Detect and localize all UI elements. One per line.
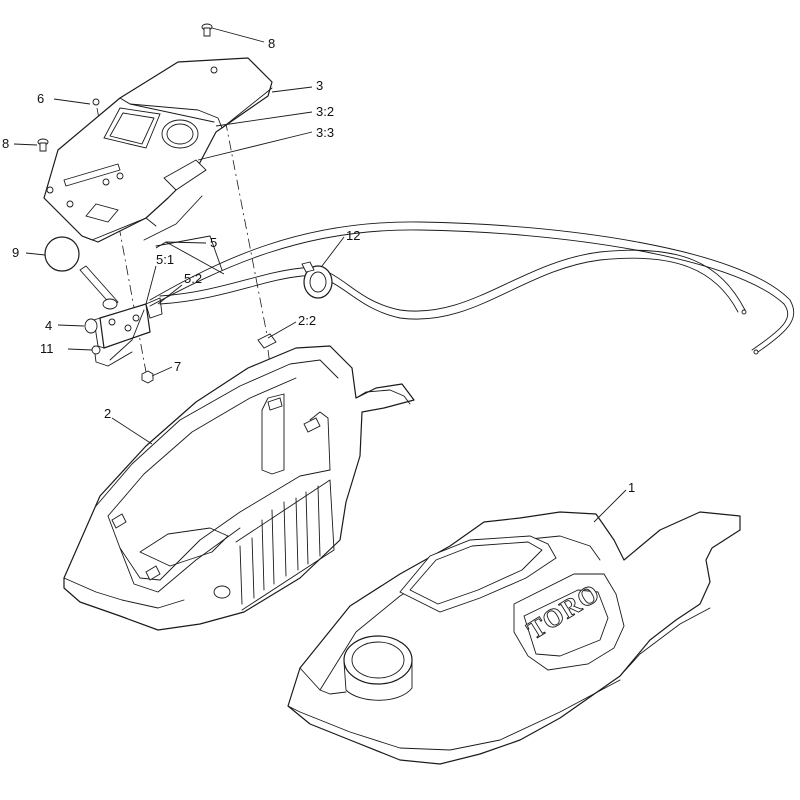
throttle-cable xyxy=(109,221,795,361)
top-cover xyxy=(287,511,741,765)
callout-11: 11 xyxy=(40,341,54,356)
plug xyxy=(92,98,100,106)
screw-left xyxy=(37,138,49,152)
callout-8-left: 8 xyxy=(2,136,9,151)
throttle-control xyxy=(84,297,163,367)
lower-housing xyxy=(63,345,415,631)
callout-2-2: 2:2 xyxy=(298,313,316,328)
callout-12: 12 xyxy=(346,228,360,243)
callout-8-top: 8 xyxy=(268,36,275,51)
callout-3-3: 3:3 xyxy=(316,125,334,140)
callout-3: 3 xyxy=(316,78,323,93)
callout-6: 6 xyxy=(37,91,44,106)
leader-lines xyxy=(13,27,627,523)
callout-5-2: 5:2 xyxy=(184,271,202,286)
screw-top xyxy=(201,23,213,37)
clip xyxy=(257,333,277,349)
control-panel-plate xyxy=(43,57,273,271)
nut xyxy=(141,370,154,384)
callout-4: 4 xyxy=(45,318,52,333)
callout-7: 7 xyxy=(174,359,181,374)
callout-5-1: 5:1 xyxy=(156,252,174,267)
callout-5: 5 xyxy=(210,235,217,250)
callout-9: 9 xyxy=(12,245,19,260)
knob-lever xyxy=(44,236,119,310)
callout-2: 2 xyxy=(104,406,111,421)
callout-3-2: 3:2 xyxy=(316,104,334,119)
callout-1: 1 xyxy=(628,480,635,495)
